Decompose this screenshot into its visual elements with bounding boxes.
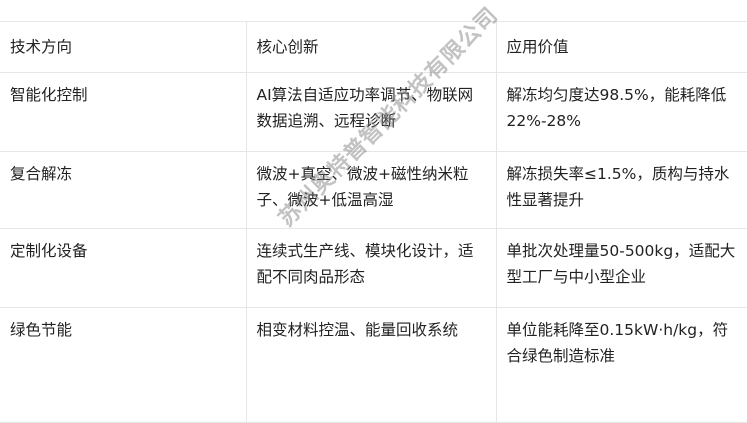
table-row: 智能化控制 AI算法自适应功率调节、物联网数据追溯、远程诊断 解冻均匀度达98.… <box>0 72 747 152</box>
cell-direction: 智能化控制 <box>0 72 247 152</box>
cell-value: 单批次处理量50-500kg，适配大型工厂与中小型企业 <box>495 228 747 308</box>
cell-value: 解冻损失率≤1.5%，质构与持水性显著提升 <box>495 151 747 229</box>
cell-innovation: 相变材料控温、能量回收系统 <box>245 307 497 423</box>
cell-value: 单位能耗降至0.15kW·h/kg，符合绿色制造标准 <box>495 307 747 423</box>
cell-value: 解冻均匀度达98.5%，能耗降低22%-28% <box>495 72 747 152</box>
cell-innovation: AI算法自适应功率调节、物联网数据追溯、远程诊断 <box>245 72 497 152</box>
header-cell-value: 应用价值 <box>495 21 747 73</box>
comparison-table-container: 技术方向 核心创新 应用价值 智能化控制 AI算法自适应功率调节、物联网数据追溯… <box>0 21 747 423</box>
table-row: 绿色节能 相变材料控温、能量回收系统 单位能耗降至0.15kW·h/kg，符合绿… <box>0 307 747 423</box>
header-cell-direction: 技术方向 <box>0 21 247 73</box>
tech-comparison-table: 技术方向 核心创新 应用价值 智能化控制 AI算法自适应功率调节、物联网数据追溯… <box>0 21 747 423</box>
cell-innovation: 微波+真空、微波+磁性纳米粒子、微波+低温高湿 <box>245 151 497 229</box>
table-header-row: 技术方向 核心创新 应用价值 <box>0 21 747 73</box>
cell-direction: 复合解冻 <box>0 151 247 229</box>
header-cell-innovation: 核心创新 <box>245 21 497 73</box>
cell-direction: 绿色节能 <box>0 307 247 423</box>
table-row: 定制化设备 连续式生产线、模块化设计，适配不同肉品形态 单批次处理量50-500… <box>0 228 747 308</box>
cell-direction: 定制化设备 <box>0 228 247 308</box>
cell-innovation: 连续式生产线、模块化设计，适配不同肉品形态 <box>245 228 497 308</box>
table-row: 复合解冻 微波+真空、微波+磁性纳米粒子、微波+低温高湿 解冻损失率≤1.5%，… <box>0 151 747 229</box>
